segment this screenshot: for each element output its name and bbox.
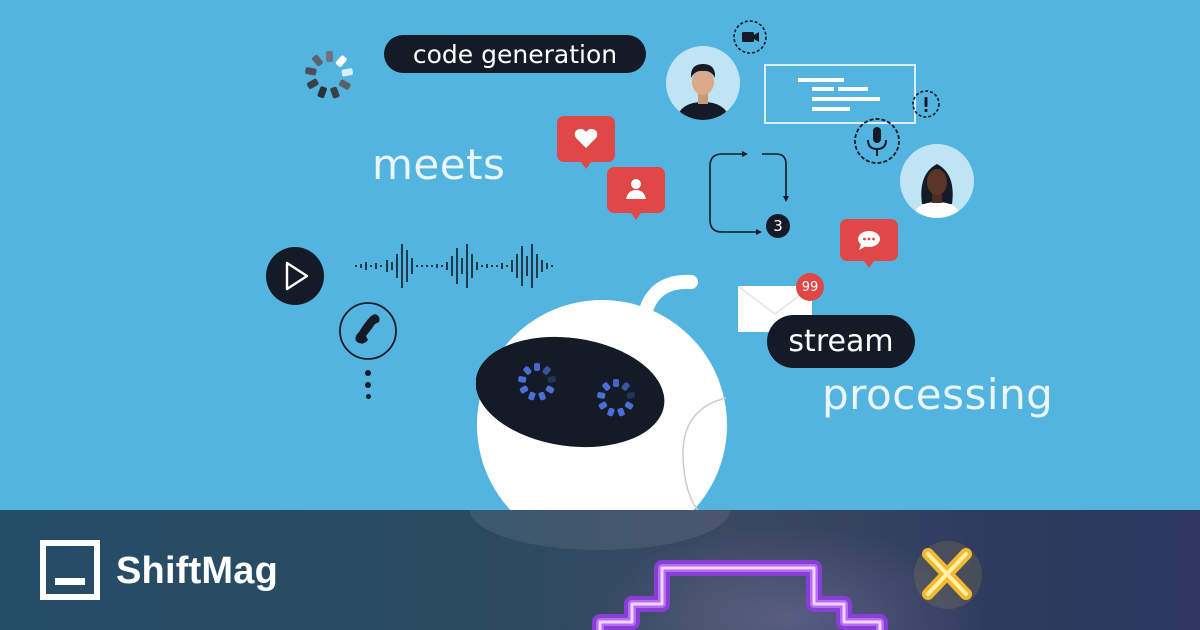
loop-arrows-icon: [709, 151, 789, 235]
phone-icon: [339, 302, 397, 360]
avatar-man: [666, 46, 740, 120]
processing-word: processing: [822, 370, 1054, 419]
hero-illustration: code generation: [266, 20, 1054, 510]
brand-bar: ShiftMag: [0, 510, 1200, 630]
sound-wave-icon: [355, 244, 553, 288]
code-snippet-box: [764, 64, 916, 124]
robot-eye-left-icon: [518, 363, 556, 401]
user-notification: [607, 167, 665, 220]
loading-spinner-icon: [305, 51, 354, 99]
play-icon: [266, 247, 324, 305]
stream-pill: stream: [767, 315, 915, 368]
code-generation-label: code generation: [412, 39, 618, 69]
mail-count-badge: 99: [796, 273, 824, 301]
heart-notification: [557, 116, 615, 169]
stream-label: stream: [788, 324, 894, 359]
neon-x-icon: [914, 541, 982, 609]
alert-icon: [912, 90, 940, 118]
code-generation-pill: code generation: [384, 35, 646, 73]
user-icon: [626, 179, 646, 199]
avatar-woman: [900, 144, 974, 218]
heart-icon: [574, 128, 598, 148]
robot-eye-right-icon: [597, 379, 635, 417]
brand-name[interactable]: ShiftMag: [116, 550, 279, 592]
chat-notification: [840, 219, 898, 268]
chat-icon: [858, 231, 880, 250]
microphone-icon: [854, 118, 900, 164]
meets-word: meets: [372, 140, 506, 189]
loop-count-badge: 3: [766, 214, 790, 238]
video-camera-icon: [733, 20, 767, 54]
neon-stairs-icon: [592, 560, 888, 630]
shiftmag-logo-icon[interactable]: [40, 540, 100, 600]
